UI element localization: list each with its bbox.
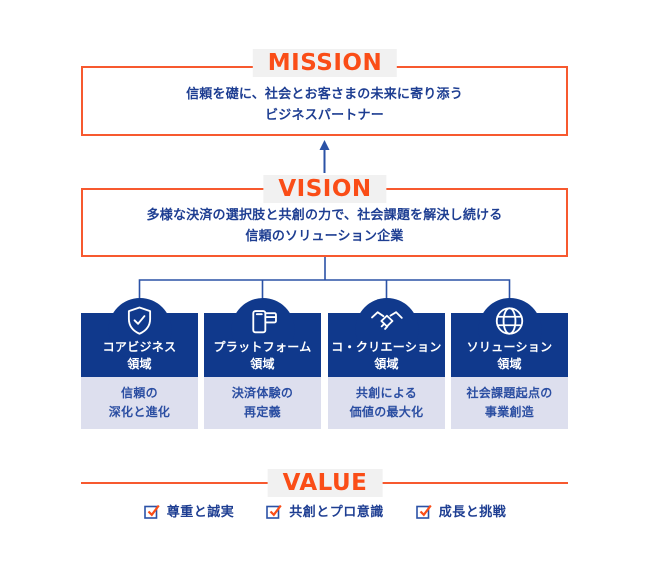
domain-icon-circle (355, 298, 418, 361)
value-item: 成長と挑戦 (415, 501, 507, 520)
mission-box: 信頼を礎に、社会とお客さまの未来に寄り添う ビジネスパートナー (81, 66, 568, 136)
value-item-label: 成長と挑戦 (438, 505, 507, 520)
vision-statement-line-1: 多様な決済の選択肢と共創の力で、社会課題を解決し続ける (146, 208, 503, 223)
domain-card-core-business: コアビジネス 領域 信頼の 深化と進化 (81, 298, 198, 429)
checkbox-icon (143, 504, 160, 519)
mission-statement-line-1: 信頼を礎に、社会とお客さまの未来に寄り添う (186, 87, 463, 102)
value-title: VALUE (267, 469, 383, 497)
domain-title: プラットフォーム 領域 (213, 340, 312, 371)
shield-check-icon (127, 306, 152, 335)
domain-description: 信頼の 深化と進化 (81, 377, 198, 429)
vision-title: VISION (263, 175, 387, 203)
domain-title: コアビジネス 領域 (102, 340, 177, 371)
domain-card-solution: ソリューション 領域 社会課題起点の 事業創造 (451, 298, 568, 429)
globe-icon (495, 307, 524, 335)
mission-statement-line-2: ビジネスパートナー (265, 108, 384, 123)
connector-lines (138, 257, 511, 301)
value-items: 尊重と誠実 共創とプロ意識 成長と挑戦 (0, 501, 650, 520)
up-arrow-icon (319, 140, 330, 173)
domain-icon-circle (108, 298, 171, 361)
domain-card-platform: プラットフォーム 領域 決済体験の 再定義 (204, 298, 321, 429)
vision-statement-line-2: 信頼のソリューション企業 (245, 229, 404, 244)
value-item-label: 尊重と誠実 (166, 505, 235, 520)
mission-title: MISSION (252, 49, 398, 77)
platform-device-icon (252, 310, 277, 334)
value-item-label: 共創とプロ意識 (289, 505, 384, 520)
handshake-icon (371, 311, 403, 330)
value-item: 共創とプロ意識 (266, 501, 384, 520)
value-item: 尊重と誠実 (143, 501, 235, 520)
domain-card-co-creation: コ・クリエーション 領域 共創による 価値の最大化 (328, 298, 445, 429)
domain-description: 社会課題起点の 事業創造 (451, 377, 568, 429)
domain-description: 決済体験の 再定義 (204, 377, 321, 429)
domain-icon-circle (231, 298, 294, 361)
checkbox-icon (415, 504, 432, 519)
domain-description: 共創による 価値の最大化 (328, 377, 445, 429)
domain-title: コ・クリエーション 領域 (331, 340, 442, 371)
domain-icon-circle (478, 298, 541, 361)
domain-title: ソリューション 領域 (466, 340, 553, 371)
checkbox-icon (266, 504, 282, 519)
